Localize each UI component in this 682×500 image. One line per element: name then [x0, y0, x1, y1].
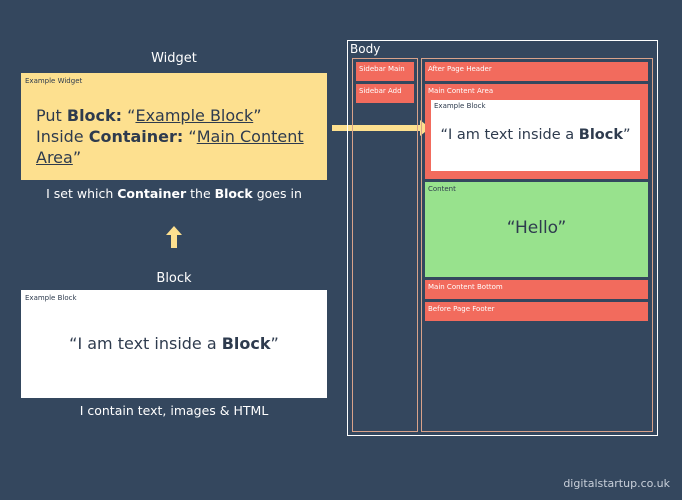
main-content-area-label: Main Content Area — [428, 87, 494, 95]
content-area: Content “Hello” — [425, 182, 648, 277]
widget-small-label: Example Widget — [25, 77, 83, 85]
content-label: Content — [428, 185, 456, 193]
example-block: Example Block “I am text inside a Block” — [21, 290, 327, 398]
sidebar-main-label: Sidebar Main — [359, 65, 405, 73]
main-content-area: Main Content Area Example Block “I am te… — [425, 84, 648, 179]
sidebar-column — [352, 58, 418, 432]
body-frame: Body — [347, 40, 658, 436]
widget-lines: Put Block: “Example Block” Inside Contai… — [36, 105, 327, 168]
widget-header: Widget — [151, 51, 197, 66]
example-widget: Example Widget Put Block: “Example Block… — [21, 73, 327, 180]
widget-caption: I set which Container the Block goes in — [46, 186, 302, 201]
widget-line-2: Inside Container: “Main Content Area” — [36, 127, 304, 167]
credit-text: digitalstartup.co.uk — [563, 477, 670, 490]
sidebar-add-area: Sidebar Add — [356, 84, 414, 103]
before-page-footer-label: Before Page Footer — [428, 305, 495, 313]
content-text: “Hello” — [506, 218, 567, 238]
inner-example-block: Example Block “I am text inside a Block” — [431, 100, 640, 171]
main-column — [421, 58, 653, 432]
sidebar-main-area: Sidebar Main — [356, 62, 414, 81]
inner-block-label: Example Block — [434, 102, 486, 110]
up-arrow-icon — [166, 226, 182, 248]
right-arrow-icon — [332, 120, 430, 136]
widget-line-1: Put Block: “Example Block” — [36, 106, 262, 125]
inner-block-quote: “I am text inside a Block” — [440, 127, 631, 143]
block-small-label: Example Block — [25, 294, 77, 302]
body-title: Body — [350, 42, 381, 56]
before-page-footer-area: Before Page Footer — [425, 302, 648, 321]
main-content-bottom-label: Main Content Bottom — [428, 283, 503, 291]
after-page-header-label: After Page Header — [428, 65, 492, 73]
sidebar-add-label: Sidebar Add — [359, 87, 402, 95]
block-caption: I contain text, images & HTML — [79, 403, 269, 418]
block-header: Block — [156, 271, 192, 286]
block-quote: “I am text inside a Block” — [69, 334, 279, 353]
main-content-bottom-area: Main Content Bottom — [425, 280, 648, 299]
after-page-header-area: After Page Header — [425, 62, 648, 81]
